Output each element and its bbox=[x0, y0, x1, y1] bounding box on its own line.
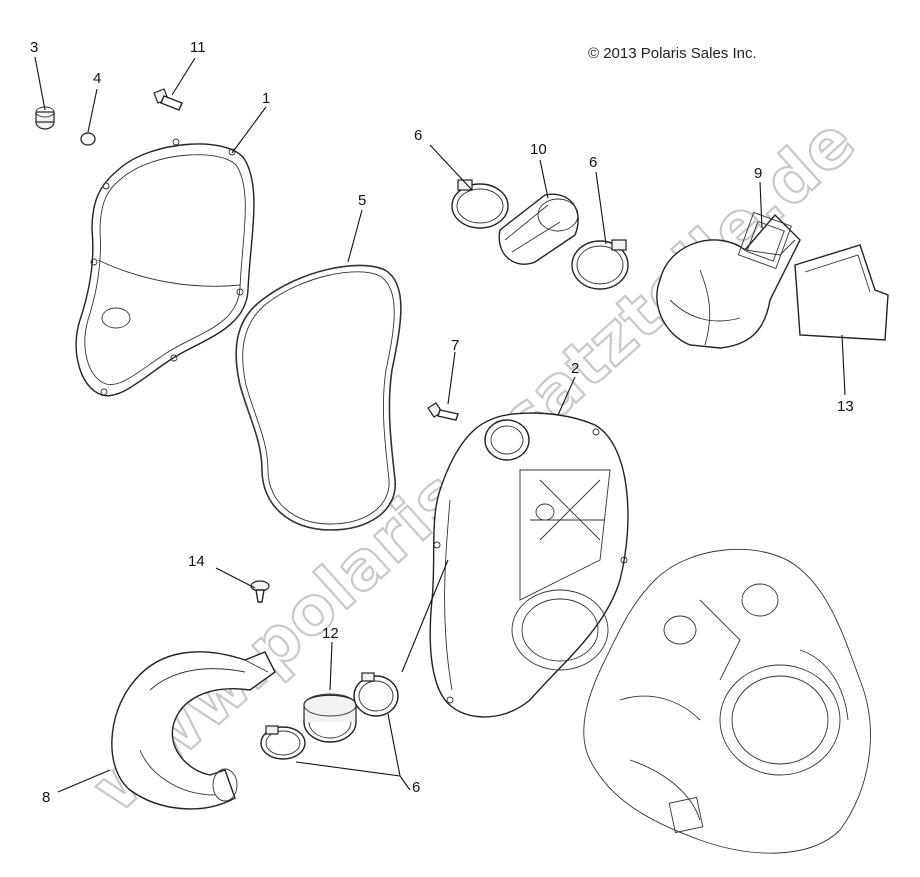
callout-2: 2 bbox=[571, 360, 579, 377]
callout-14: 14 bbox=[188, 553, 205, 570]
callout-5: 5 bbox=[358, 192, 366, 209]
engine-case bbox=[583, 549, 871, 854]
part-13-duct-cover bbox=[794, 244, 889, 341]
part-11-bolt bbox=[153, 88, 183, 111]
part-6-clamp-top-left bbox=[451, 179, 509, 229]
part-6-clamp-top-right bbox=[571, 239, 629, 290]
copyright-text: © 2013 Polaris Sales Inc. bbox=[588, 45, 757, 62]
part-12-coupler-sleeve bbox=[303, 693, 357, 743]
part-10-duct-coupler bbox=[498, 193, 579, 265]
callout-9: 9 bbox=[754, 165, 762, 182]
callout-8: 8 bbox=[42, 789, 50, 806]
callout-4: 4 bbox=[93, 70, 101, 87]
part-4-oring bbox=[80, 132, 96, 146]
part-5-gasket bbox=[235, 264, 402, 531]
callout-13: 13 bbox=[837, 398, 854, 415]
part-6-clamp-bottom-left bbox=[260, 725, 306, 760]
callout-1: 1 bbox=[262, 90, 270, 107]
part-8-outlet-duct bbox=[111, 651, 276, 810]
part-1-outer-cover bbox=[75, 138, 255, 397]
callout-3: 3 bbox=[30, 39, 38, 56]
callout-12: 12 bbox=[322, 625, 339, 642]
callout-6-top-left: 6 bbox=[414, 127, 422, 144]
callout-11: 11 bbox=[190, 39, 206, 56]
part-6-clamp-bottom-right bbox=[353, 672, 399, 717]
callout-10: 10 bbox=[530, 141, 547, 158]
callout-7: 7 bbox=[451, 337, 459, 354]
callout-6-top-right: 6 bbox=[589, 154, 597, 171]
part-3-nut bbox=[35, 106, 55, 130]
part-2-inner-cover bbox=[429, 412, 629, 718]
part-9-intake-elbow bbox=[656, 211, 801, 349]
part-7-bolt bbox=[427, 402, 459, 421]
callout-6-bottom: 6 bbox=[412, 779, 420, 796]
callout-labels: 3 4 11 1 5 6 10 6 9 13 7 2 14 12 8 6 bbox=[30, 39, 854, 806]
leader-lines bbox=[34, 56, 846, 793]
